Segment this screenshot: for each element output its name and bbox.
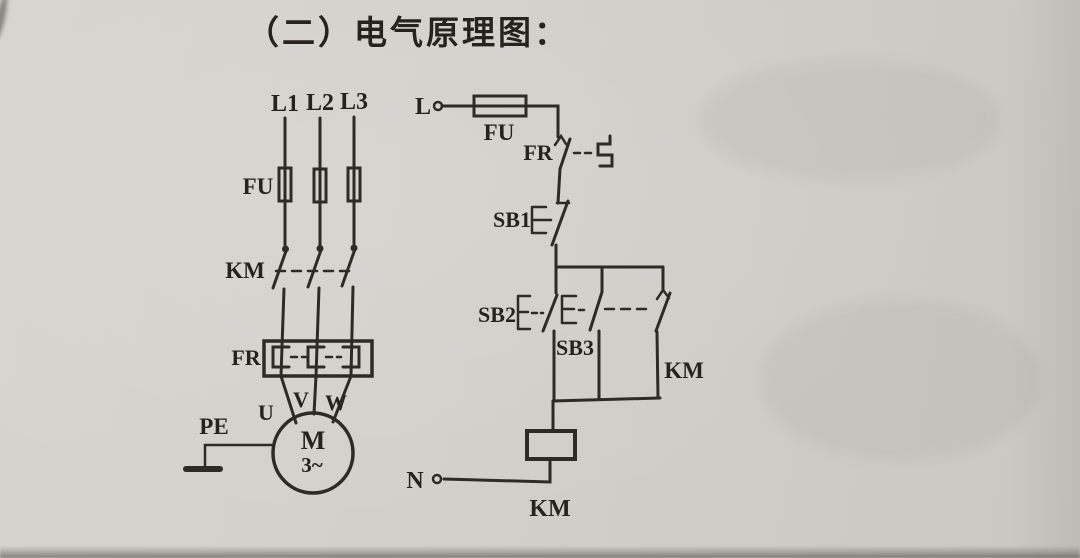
label-l1: L1 — [271, 91, 299, 117]
label-km-coil: KM — [529, 496, 570, 522]
label-line-l: L — [415, 94, 431, 120]
wire-coil-to-n — [442, 457, 552, 484]
neutral-terminal — [431, 473, 443, 485]
label-l3: L3 — [340, 89, 368, 115]
sb1-actuator — [530, 205, 553, 235]
motor-lead-w — [331, 374, 353, 424]
scan-smudge — [700, 60, 1000, 180]
fr-contact-blade — [558, 137, 572, 171]
pe-wire — [203, 443, 276, 469]
motor-symbol — [271, 411, 355, 495]
heater-element-2 — [306, 345, 326, 369]
label-n: N — [406, 468, 424, 494]
label-terminal-u: U — [258, 400, 274, 425]
fuse-symbol-l1 — [277, 166, 293, 203]
control-fuse-symbol — [472, 94, 528, 118]
wire-fr-to-sb1 — [556, 167, 562, 205]
control-top-wire — [440, 104, 560, 139]
label-fr-main: FR — [231, 345, 261, 370]
scan-shadow-bottom — [0, 546, 1080, 558]
label-terminal-v: V — [293, 387, 309, 412]
wire-km-aux-down — [655, 330, 660, 400]
sb3-contact-blade — [588, 290, 604, 332]
label-sb3: SB3 — [556, 335, 594, 360]
fuse-symbol-l2 — [312, 167, 328, 204]
branch-bottom-wire — [551, 396, 662, 403]
label-fu-control: FU — [484, 120, 515, 145]
km-contact-blade-3 — [340, 247, 357, 288]
km-aux-arrow — [655, 287, 671, 301]
sb2-actuator — [516, 294, 532, 331]
sb2-contact-blade — [541, 293, 559, 333]
wire-km-to-fr-1 — [279, 287, 286, 378]
label-sb1: SB1 — [493, 207, 531, 232]
label-sb2: SB2 — [478, 302, 516, 327]
label-terminal-w: W — [325, 390, 347, 415]
heater-element-1 — [271, 345, 291, 369]
scan-smudge — [760, 300, 1040, 460]
sb3-actuator — [560, 294, 578, 325]
km-contact-blade-2 — [306, 248, 323, 289]
label-pe: PE — [199, 414, 228, 439]
label-km-main: KM — [225, 258, 265, 283]
label-l2: L2 — [306, 90, 334, 116]
km-coil-symbol — [525, 429, 577, 461]
sb1-contact-blade — [550, 199, 570, 247]
label-fr-control: FR — [523, 140, 553, 165]
km-aux-contact-blade — [654, 291, 672, 333]
heater-element-3 — [341, 345, 361, 369]
labels: L1 L2 L3 FU KM FR U V W M 3~ PE L FU FR … — [199, 89, 704, 522]
contact-dot-1 — [282, 245, 289, 253]
motor-lead-u — [279, 374, 298, 425]
label-motor-m: M — [301, 426, 326, 455]
motor-lead-v — [312, 374, 318, 416]
scan-shadow-right — [1010, 0, 1080, 558]
contact-dot-2 — [316, 245, 324, 252]
label-km-aux: KM — [664, 358, 704, 383]
label-motor-3ph: 3~ — [301, 453, 323, 477]
km-contact-blade-1 — [271, 249, 288, 290]
label-fu-main: FU — [243, 174, 274, 199]
fr-contact-arrow — [553, 133, 568, 147]
wire-km-to-fr-3 — [349, 285, 355, 378]
page-title: （二）电气原理图： — [246, 16, 570, 52]
thermal-relay-box — [262, 339, 374, 378]
km-contact-dots — [282, 244, 358, 253]
control-circuit — [431, 94, 672, 485]
fuse-symbol-l3 — [346, 166, 362, 203]
contact-dot-3 — [350, 244, 358, 252]
wire-km-to-fr-2 — [314, 286, 321, 378]
main-circuit — [183, 115, 374, 495]
fr-contact-latch — [596, 134, 614, 168]
